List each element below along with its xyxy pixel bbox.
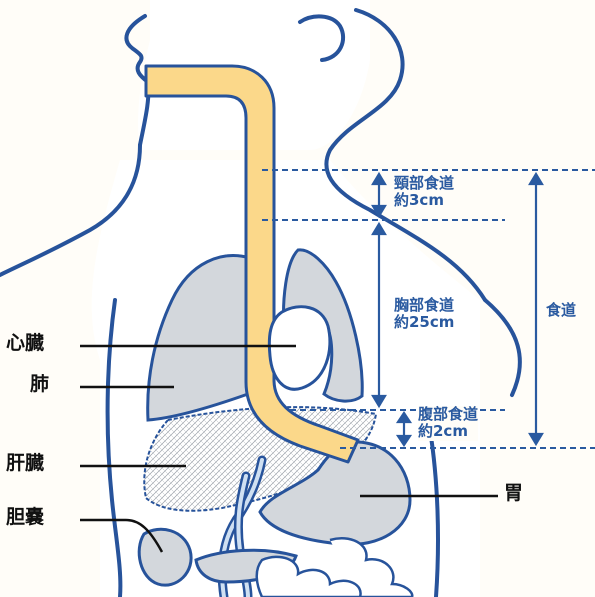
thoracic-esophagus-length: 約25cm <box>394 314 454 331</box>
stomach-label: 胃 <box>504 483 523 505</box>
chest-right-outline <box>485 300 520 395</box>
thoracic-esophagus-label: 胸部食道 約25cm <box>394 297 454 332</box>
abdominal-esophagus-name: 腹部食道 <box>418 406 478 423</box>
lung-label: 肺 <box>30 374 49 396</box>
gallbladder <box>139 529 191 585</box>
cervical-measure-arrow <box>373 174 385 216</box>
thoracic-esophagus-name: 胸部食道 <box>394 297 454 314</box>
cervical-esophagus-label: 頸部食道 約3cm <box>394 175 454 210</box>
abdominal-esophagus-label: 腹部食道 約2cm <box>418 406 478 441</box>
heart-label: 心臓 <box>6 333 44 355</box>
gallbladder-label: 胆嚢 <box>6 507 44 529</box>
cervical-esophagus-length: 約3cm <box>394 192 454 209</box>
esophagus-total-measure-arrow <box>530 174 542 444</box>
abdominal-esophagus-length: 約2cm <box>418 423 478 440</box>
cervical-esophagus-name: 頸部食道 <box>394 175 454 192</box>
esophagus-total-label: 食道 <box>546 302 576 319</box>
liver-label: 肝臓 <box>6 453 44 475</box>
